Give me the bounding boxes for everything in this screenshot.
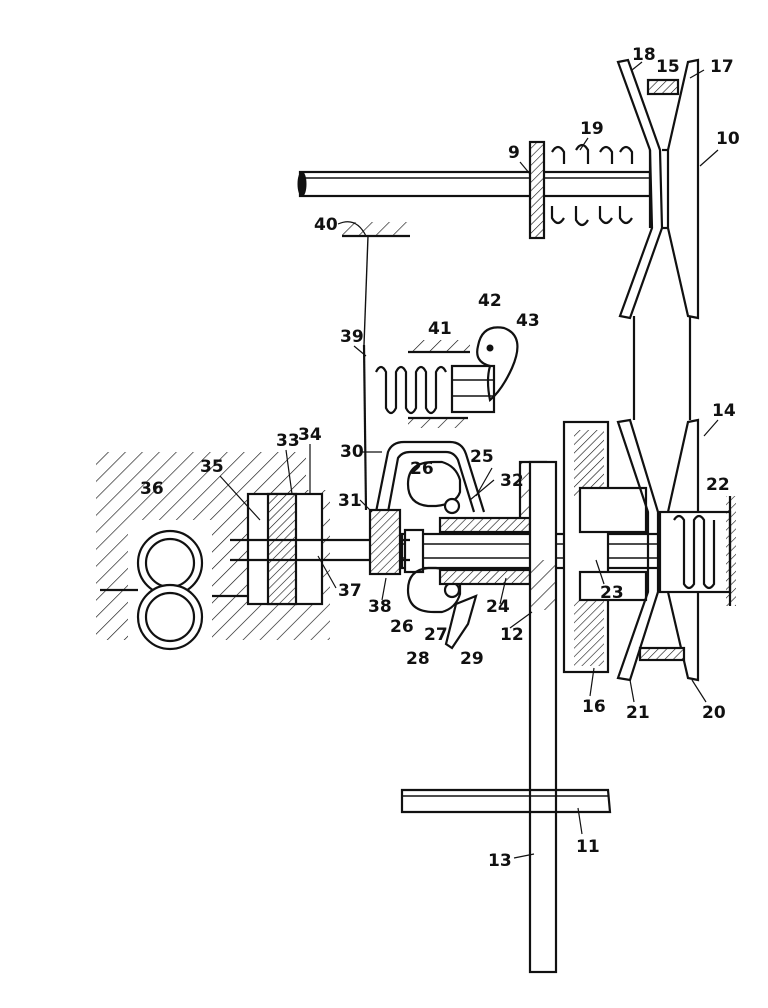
label-10: 10 — [716, 129, 740, 149]
label-17: 17 — [710, 57, 734, 77]
label-20: 20 — [702, 703, 726, 723]
label-22: 22 — [706, 475, 730, 495]
label-21: 21 — [626, 703, 650, 723]
fixed-support-top — [342, 222, 410, 510]
label-11: 11 — [576, 837, 600, 857]
label-14: 14 — [712, 401, 736, 421]
label-26-bottom: 26 — [390, 617, 414, 637]
label-32: 32 — [500, 471, 524, 491]
label-42: 42 — [478, 291, 502, 311]
label-35: 35 — [200, 457, 224, 477]
label-38: 38 — [368, 597, 392, 617]
lower-spring — [660, 496, 736, 606]
lower-shaft — [402, 790, 610, 812]
label-36: 36 — [140, 479, 164, 499]
label-28: 28 — [406, 649, 430, 669]
label-29: 29 — [460, 649, 484, 669]
upper-shaft — [298, 172, 650, 196]
label-13: 13 — [488, 851, 512, 871]
lever — [446, 596, 476, 648]
label-18: 18 — [632, 45, 656, 65]
label-26-top: 26 — [410, 459, 434, 479]
label-30: 30 — [340, 442, 364, 462]
drive-belt — [634, 316, 690, 420]
label-15: 15 — [656, 57, 680, 77]
label-39: 39 — [340, 327, 364, 347]
label-25: 25 — [470, 447, 494, 467]
label-34: 34 — [298, 425, 322, 445]
label-12: 12 — [500, 625, 524, 645]
label-23: 23 — [600, 583, 624, 603]
label-9: 9 — [508, 143, 520, 163]
label-40: 40 — [314, 215, 338, 235]
label-43: 43 — [516, 311, 540, 331]
label-33: 33 — [276, 431, 300, 451]
vertical-shaft — [530, 462, 556, 972]
label-19: 19 — [580, 119, 604, 139]
label-27: 27 — [424, 625, 448, 645]
label-37: 37 — [338, 581, 362, 601]
label-31: 31 — [338, 491, 362, 511]
label-41: 41 — [428, 319, 452, 339]
label-24: 24 — [486, 597, 510, 617]
label-16: 16 — [582, 697, 606, 717]
